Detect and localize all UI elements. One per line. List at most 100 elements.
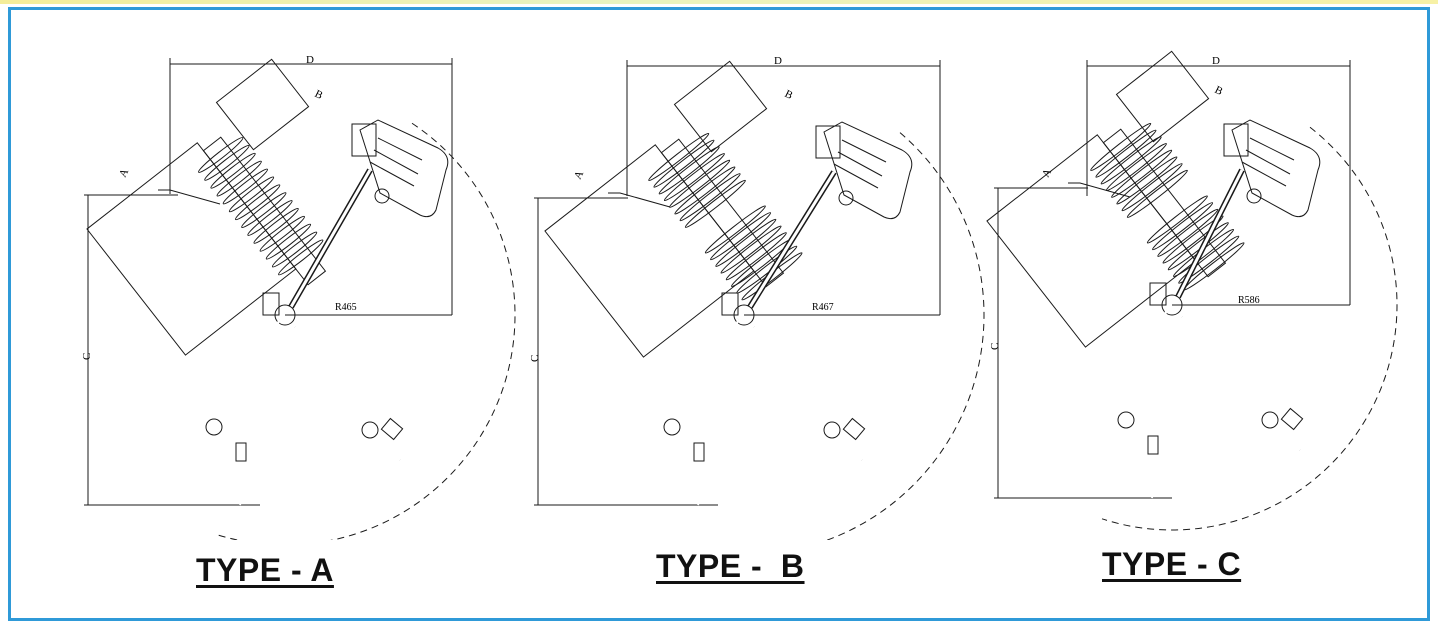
mounting-bracket bbox=[608, 192, 671, 208]
insulator-shed bbox=[253, 207, 299, 244]
fuse-tube-inner bbox=[748, 171, 836, 308]
insulator-core bbox=[660, 138, 785, 288]
cutout-drawing-b: D B A C R467 bbox=[529, 55, 985, 540]
dropped-fuse-tube-inner bbox=[294, 326, 401, 461]
insulator-assembly bbox=[544, 60, 803, 358]
insulator-assembly bbox=[86, 58, 327, 356]
pull-ring-dropped bbox=[823, 421, 841, 439]
insulator-shed bbox=[715, 218, 777, 267]
pull-ring-bottom bbox=[205, 418, 223, 436]
bottom-contact bbox=[262, 292, 280, 316]
dropped-fuse-tube-inner bbox=[1181, 316, 1301, 451]
rod-clamp bbox=[693, 442, 705, 462]
dim-label-c: C bbox=[989, 343, 1001, 350]
dim-box-b bbox=[215, 58, 310, 151]
insulator-shed bbox=[1157, 208, 1219, 257]
dim-label-radius: R467 bbox=[812, 302, 834, 313]
pull-ring-top bbox=[374, 188, 390, 204]
swing-arc bbox=[214, 122, 516, 540]
dim-box-b bbox=[1115, 50, 1210, 143]
insulator-shed bbox=[259, 215, 305, 252]
insulator-shed bbox=[1126, 169, 1188, 218]
insulator-shed bbox=[1178, 235, 1240, 284]
insulator-shed bbox=[653, 139, 715, 188]
pull-ring-dropped bbox=[1261, 411, 1279, 429]
insulator-assembly bbox=[986, 50, 1245, 348]
dim-label-a: A bbox=[572, 169, 586, 181]
top-contact bbox=[1223, 123, 1249, 157]
rod-clamp bbox=[235, 442, 247, 462]
mount-rod-inner bbox=[697, 318, 739, 506]
type-label-b: TYPE - B bbox=[656, 548, 805, 584]
insulator-shed bbox=[210, 152, 256, 189]
drawing-type-a: D B A C R465 bbox=[70, 0, 550, 540]
insulator-shed bbox=[658, 146, 720, 195]
dropped-contact bbox=[1280, 407, 1304, 431]
mount-rod-inner bbox=[1151, 308, 1167, 499]
swing-arc bbox=[826, 132, 985, 540]
insulator-shed bbox=[1121, 163, 1183, 212]
insulator-core bbox=[1102, 128, 1227, 278]
mounting-bracket bbox=[1068, 182, 1131, 198]
bottom-contact bbox=[1149, 282, 1167, 306]
drawing-type-c: D B A C R586 bbox=[982, 0, 1438, 540]
insulator-shed bbox=[1152, 202, 1214, 251]
insulator-core bbox=[202, 136, 327, 286]
arc-chute bbox=[359, 119, 449, 218]
mounting-bracket bbox=[158, 189, 221, 205]
arc-chute-ribs bbox=[1241, 137, 1295, 187]
insulator-shed bbox=[265, 223, 312, 260]
insulator-shed bbox=[1100, 136, 1162, 185]
insulator-shed bbox=[1162, 215, 1224, 264]
insulator-shed bbox=[725, 232, 787, 281]
rod-clamp bbox=[1147, 435, 1159, 455]
insulator-shed bbox=[1095, 129, 1157, 178]
bottom-contact bbox=[721, 292, 739, 316]
insulator-shed bbox=[663, 153, 725, 202]
drawing-type-b: D B A C R467 bbox=[522, 0, 1002, 540]
dropped-fuse-tube-inner bbox=[753, 326, 863, 461]
pull-ring-bottom bbox=[663, 418, 681, 436]
insulator-shed bbox=[204, 144, 250, 181]
pull-ring-top bbox=[1246, 188, 1262, 204]
pull-ring-dropped bbox=[361, 421, 379, 439]
insulator-shed bbox=[679, 173, 741, 222]
figure-frame bbox=[8, 7, 1430, 621]
dim-label-c: C bbox=[81, 353, 93, 360]
arc-chute-ribs bbox=[369, 137, 423, 187]
dim-label-radius: R586 bbox=[1238, 295, 1260, 306]
insulator-shed bbox=[684, 179, 746, 228]
dim-box-a bbox=[986, 134, 1197, 348]
insulator-shed bbox=[222, 168, 268, 205]
dim-label-d: D bbox=[306, 54, 314, 66]
dim-label-b: B bbox=[783, 88, 795, 102]
pull-ring-bottom bbox=[1117, 411, 1135, 429]
insulator-shed bbox=[198, 137, 244, 173]
insulator-shed bbox=[1146, 195, 1208, 244]
dim-label-b: B bbox=[1213, 84, 1225, 98]
insulator-shed bbox=[1090, 122, 1152, 171]
type-label-a: TYPE - A bbox=[196, 552, 334, 588]
fuse-tube-inner bbox=[1176, 169, 1244, 298]
dim-label-d: D bbox=[1212, 55, 1220, 67]
dropped-contact bbox=[380, 417, 404, 441]
top-edge-strip bbox=[0, 0, 1438, 4]
arc-chute bbox=[1231, 119, 1321, 218]
insulator-shed bbox=[704, 205, 766, 254]
dim-label-a: A bbox=[117, 167, 131, 179]
dim-label-d: D bbox=[774, 55, 782, 67]
insulator-shed bbox=[1116, 156, 1178, 205]
cutout-drawing-a: D B A C R465 bbox=[81, 54, 516, 540]
insulator-shed bbox=[648, 132, 710, 181]
insulator-shed bbox=[674, 166, 736, 215]
insulator-shed bbox=[241, 192, 287, 229]
dropped-contact bbox=[842, 417, 866, 441]
mount-rod-inner bbox=[239, 318, 280, 506]
insulator-shed bbox=[247, 200, 293, 236]
dim-label-b: B bbox=[313, 88, 325, 102]
arc-chute bbox=[823, 121, 913, 220]
insulator-shed bbox=[271, 231, 318, 268]
arc-chute-ribs bbox=[833, 139, 887, 189]
top-contact bbox=[815, 125, 841, 159]
insulator-shed bbox=[720, 225, 782, 274]
